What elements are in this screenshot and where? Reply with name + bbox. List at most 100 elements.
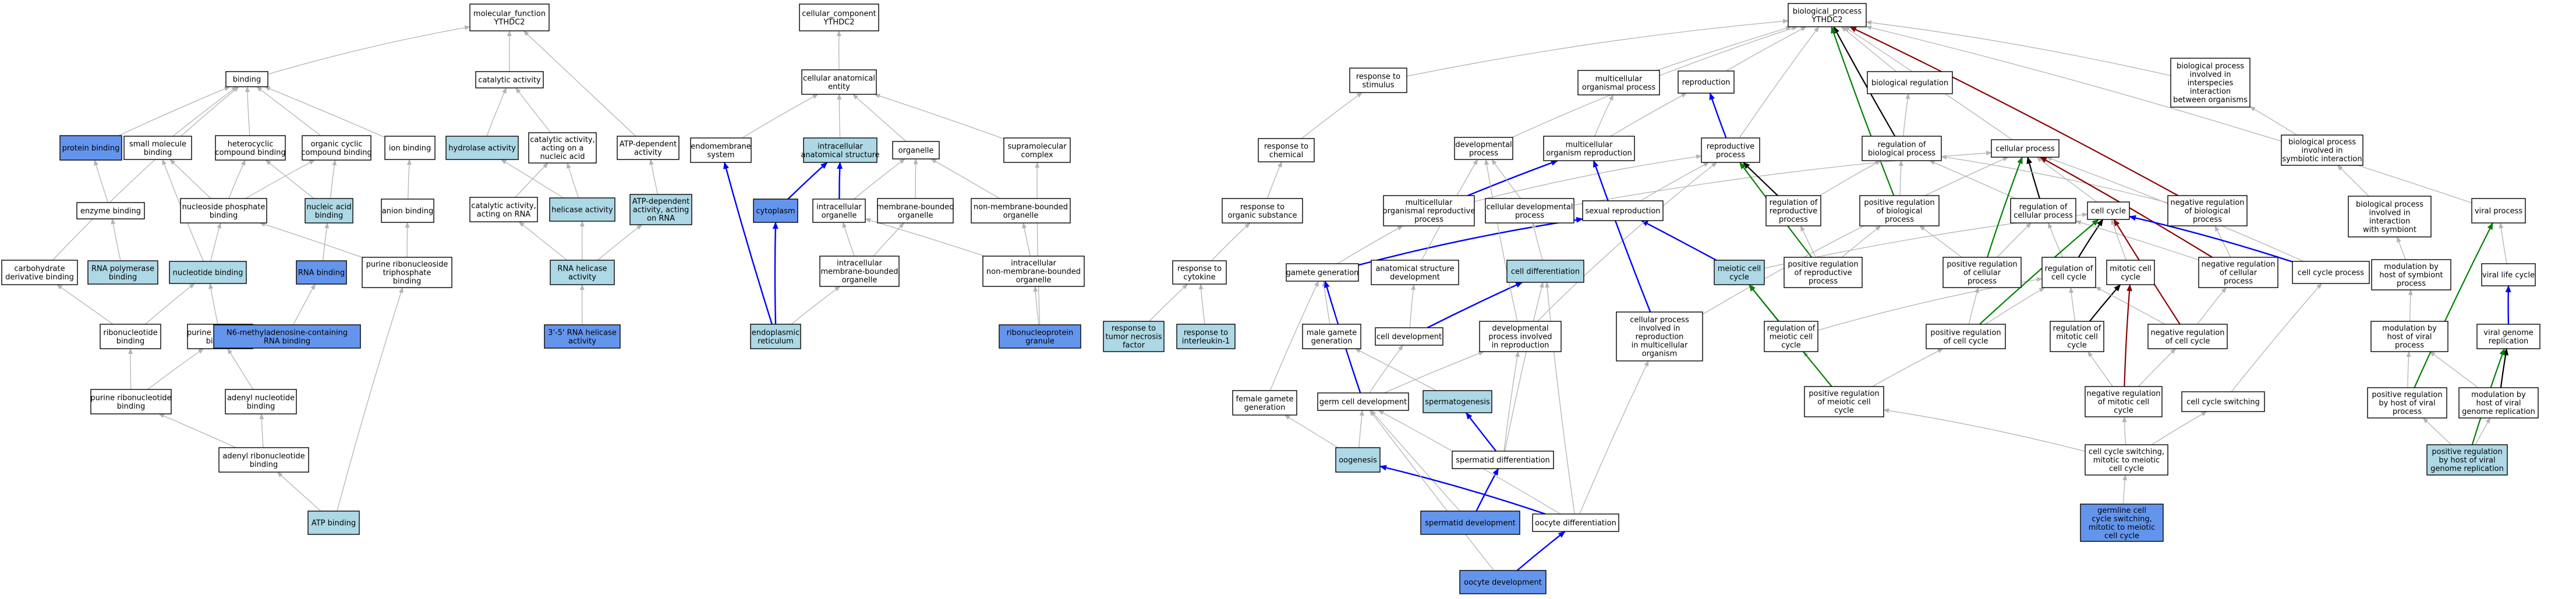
node-organelle[interactable]: organelle [892, 141, 940, 160]
node-oodev[interactable]: oocyte development [1459, 570, 1547, 594]
node-atpb[interactable]: ATP binding [307, 511, 360, 535]
node-enzb[interactable]: enzyme binding [76, 202, 145, 219]
node-catonrna[interactable]: catalytic activity,acting on RNA [469, 197, 538, 222]
node-spermdiff[interactable]: spermatid differentiation [1452, 451, 1554, 469]
node-sexrep[interactable]: sexual reproduction [1582, 200, 1664, 221]
node-cellcycle[interactable]: cell cycle [2087, 201, 2130, 220]
node-helic[interactable]: helicase activity [549, 197, 615, 222]
node-ccproc[interactable]: cell cycle process [2292, 261, 2370, 284]
node-nucb[interactable]: nucleotide binding [169, 261, 247, 284]
node-rnab[interactable]: RNA binding [296, 260, 347, 285]
node-viralp[interactable]: viral process [2471, 198, 2526, 224]
node-cellp[interactable]: cellular process [1991, 139, 2060, 158]
node-cat[interactable]: catalytic activity [475, 71, 544, 88]
node-cyto[interactable]: cytoplasm [753, 199, 798, 223]
node-repro[interactable]: reproduction [1678, 70, 1735, 94]
node-spermdev[interactable]: spermatid development [1420, 511, 1520, 535]
node-celldiff[interactable]: cell differentiation [1506, 260, 1584, 283]
node-vlc[interactable]: viral life cycle [2481, 263, 2536, 286]
node-protbind[interactable]: protein binding [59, 135, 122, 161]
node-germdev[interactable]: germ cell development [1317, 392, 1409, 411]
node-oogen[interactable]: oogenesis [1335, 447, 1381, 473]
node-hydro[interactable]: hydrolase activity [445, 136, 519, 160]
node-gamgen[interactable]: gamete generation [1286, 263, 1359, 282]
node-ionb[interactable]: ion binding [384, 136, 436, 160]
node-binding[interactable]: binding [225, 71, 268, 87]
node-breg[interactable]: biological regulation [1867, 71, 1953, 94]
node-celldev[interactable]: cell development [1375, 327, 1443, 346]
